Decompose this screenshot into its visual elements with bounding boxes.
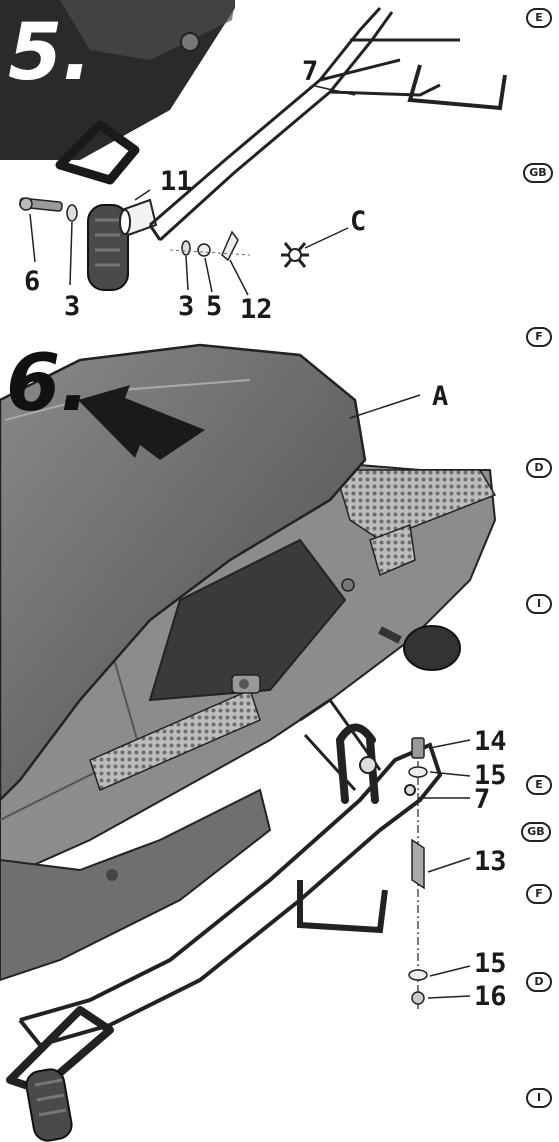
seat-a <box>0 343 367 802</box>
language-marker-gb-top: GB <box>523 163 553 183</box>
callout-c: C <box>350 206 367 237</box>
language-marker-d-top: D <box>526 458 552 478</box>
split-pin-12 <box>221 230 239 262</box>
washer-3-right <box>181 240 191 256</box>
bracket-13 <box>411 838 425 890</box>
washer-15-bottom <box>408 969 428 981</box>
callout-3-right: 3 <box>178 291 195 322</box>
callout-14: 14 <box>474 726 507 757</box>
callout-15-top: 15 <box>474 760 507 791</box>
bolt-head <box>180 32 200 52</box>
callout-13: 13 <box>474 846 507 877</box>
language-marker-i-top: I <box>526 594 552 614</box>
nut-16 <box>411 991 425 1005</box>
callout-15-bottom: 15 <box>474 948 507 979</box>
callout-7-bottom: 7 <box>474 784 491 815</box>
turn-indicator <box>403 625 461 671</box>
language-marker-d-bottom: D <box>526 972 552 992</box>
callout-5: 5 <box>206 291 223 322</box>
footpeg-bottom <box>25 1068 73 1142</box>
callout-3-left: 3 <box>64 291 81 322</box>
language-marker-f-bottom: F <box>526 884 552 904</box>
washer-3-left <box>66 204 78 222</box>
callout-16: 16 <box>474 981 507 1012</box>
side-mesh-panel <box>89 688 261 792</box>
callout-6: 6 <box>24 266 41 297</box>
step-5-illustration <box>0 0 507 296</box>
push-down-arrow <box>78 385 205 460</box>
language-marker-e-bottom: E <box>526 775 552 795</box>
washer-5 <box>197 243 211 257</box>
language-marker-i-bottom: I <box>526 1088 552 1108</box>
step-6-number: 6. <box>6 339 90 429</box>
callout-7-top: 7 <box>302 56 319 87</box>
callout-a: A <box>432 381 449 412</box>
grab-handle-lower <box>297 880 388 934</box>
passenger-grab-loop <box>55 120 140 185</box>
bolt-14 <box>411 737 425 759</box>
language-marker-gb-bottom: GB <box>521 822 551 842</box>
rear-fender-lower <box>0 788 272 982</box>
callout-11: 11 <box>160 166 193 197</box>
footpeg <box>87 204 129 291</box>
seat-cavity <box>148 538 347 702</box>
top-mesh-panel <box>333 469 497 541</box>
callout-12: 12 <box>240 294 273 325</box>
language-marker-f-top: F <box>526 327 552 347</box>
clip-c <box>281 242 309 268</box>
step-5-number: 5. <box>8 8 92 98</box>
language-marker-e-top: E <box>526 8 552 28</box>
rack-tube-7-bottom <box>19 742 443 1047</box>
washer-15-top <box>408 766 428 778</box>
step-6-illustration <box>0 343 497 1142</box>
